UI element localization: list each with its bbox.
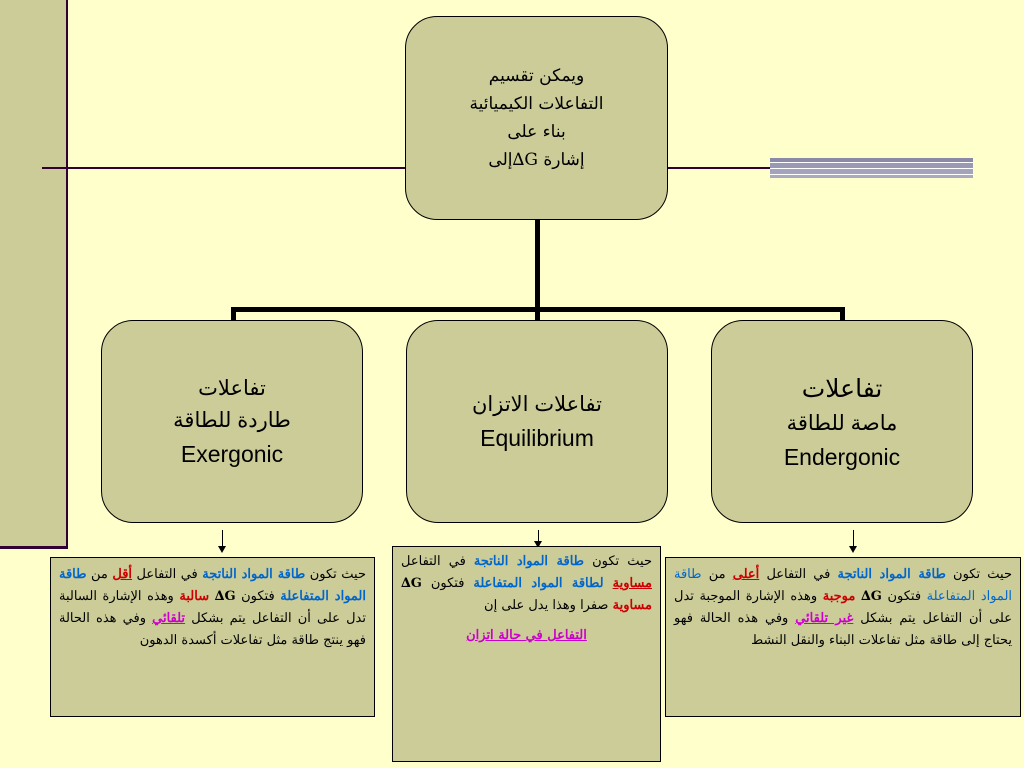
exergonic-title: تفاعلات: [198, 376, 266, 400]
vertical-rule-left: [66, 0, 68, 546]
desc-text: فتكون: [421, 576, 474, 591]
root-line-1: ويمكن تقسيم: [488, 66, 585, 86]
left-decor-band: [0, 0, 66, 546]
desc-text: وفي هذه الحالة فهو يحتاج إلى طاقة مثل تف…: [674, 611, 1012, 648]
equilibrium-title: تفاعلات الاتزان: [471, 392, 603, 416]
desc-text: في التفاعل: [401, 554, 474, 569]
root-line-4: إشارة ∆Gإلى: [488, 146, 584, 174]
exergonic-english: Exergonic: [180, 440, 284, 467]
equal-term-2: مساوية: [612, 598, 652, 613]
equilibrium-description: حيث تكون طاقة المواد الناتجة في التفاعل …: [392, 546, 661, 762]
grey-stripe-decor: [770, 158, 973, 178]
root-line-3: بناء على: [507, 122, 566, 142]
desc-text: حيث تكون: [305, 567, 366, 582]
equilibrium-conclusion: التفاعل في حالة اتزان: [466, 628, 587, 643]
arrow-left-line: [222, 530, 223, 547]
reactants-energy-term: طاقة المواد المتفاعلة: [674, 567, 1013, 604]
desc-text: حيث تكون: [584, 554, 652, 569]
less-term: أقل: [112, 567, 133, 582]
arrow-right-head: [849, 546, 857, 553]
endergonic-title: تفاعلات: [801, 374, 883, 403]
connector-mid-drop: [535, 307, 540, 321]
desc-text: من: [86, 567, 113, 582]
desc-text: حيث تكون: [945, 567, 1013, 582]
non-spontaneous-term: غير تلقائي: [795, 611, 854, 626]
arrow-mid-line: [538, 530, 539, 543]
positive-term: موجبة: [822, 589, 856, 604]
desc-text: وهذه الإشارة السالبة تدل على أن التفاعل …: [59, 589, 366, 626]
root-line-4-suffix: إلى: [488, 150, 513, 170]
exergonic-subtitle: طاردة للطاقة: [173, 408, 291, 432]
equilibrium-node: تفاعلات الاتزان Equilibrium: [406, 320, 668, 523]
root-line-4-prefix: إشارة: [537, 150, 585, 170]
exergonic-description: حيث تكون طاقة المواد الناتجة في التفاعل …: [50, 557, 375, 717]
products-energy-term: طاقة المواد الناتجة: [202, 567, 306, 582]
negative-term: سالبة: [179, 589, 210, 604]
endergonic-description: حيث تكون طاقة المواد الناتجة في التفاعل …: [665, 557, 1021, 717]
arrow-mid-head: [534, 541, 542, 548]
endergonic-english: Endergonic: [783, 443, 901, 470]
reactants-energy-term: لطاقة المواد المتفاعلة: [473, 576, 604, 591]
horizontal-rule-right: [667, 167, 770, 169]
desc-text: وهذه الإشارة الموجبة تدل على أن التفاعل …: [674, 589, 1012, 626]
desc-text: من: [701, 567, 733, 582]
products-energy-term: طاقة المواد الناتجة: [473, 554, 585, 569]
desc-text: صفرا وهذا يدل على إن: [484, 598, 613, 613]
endergonic-subtitle: ماصة للطاقة: [786, 411, 898, 435]
exergonic-node: تفاعلات طاردة للطاقة Exergonic: [101, 320, 363, 523]
delta-g-symbol: ∆G: [214, 589, 236, 604]
spontaneous-term: تلقائي: [152, 611, 186, 626]
delta-g-symbol: ∆G: [401, 576, 422, 591]
root-node: ويمكن تقسيم التفاعلات الكيميائية بناء عل…: [405, 16, 668, 220]
connector-root-stem: [535, 220, 540, 310]
arrow-right-line: [853, 530, 854, 547]
desc-text: في التفاعل: [759, 567, 838, 582]
root-line-2: التفاعلات الكيميائية: [469, 94, 604, 114]
delta-g-symbol: ∆G: [512, 150, 538, 170]
desc-text: فتكون: [235, 589, 281, 604]
higher-term: أعلى: [732, 567, 760, 582]
desc-text: في التفاعل: [132, 567, 203, 582]
connector-left-drop: [231, 307, 236, 321]
endergonic-node: تفاعلات ماصة للطاقة Endergonic: [711, 320, 973, 523]
products-energy-term: طاقة المواد الناتجة: [837, 567, 946, 582]
horizontal-rule-left: [42, 167, 406, 169]
delta-g-symbol: ∆G: [860, 589, 882, 604]
desc-text: [604, 576, 613, 591]
arrow-left-head: [218, 546, 226, 553]
connector-right-drop: [840, 307, 845, 321]
equilibrium-english: Equilibrium: [480, 424, 594, 451]
reactants-energy-term: طاقة المواد المتفاعلة: [59, 567, 366, 604]
desc-text: فتكون: [881, 589, 927, 604]
equal-term: مساوية: [612, 576, 653, 591]
desc-text: وفي هذه الحالة فهو ينتج طاقة مثل تفاعلات…: [59, 611, 366, 648]
bottom-rule-left: [0, 546, 68, 549]
